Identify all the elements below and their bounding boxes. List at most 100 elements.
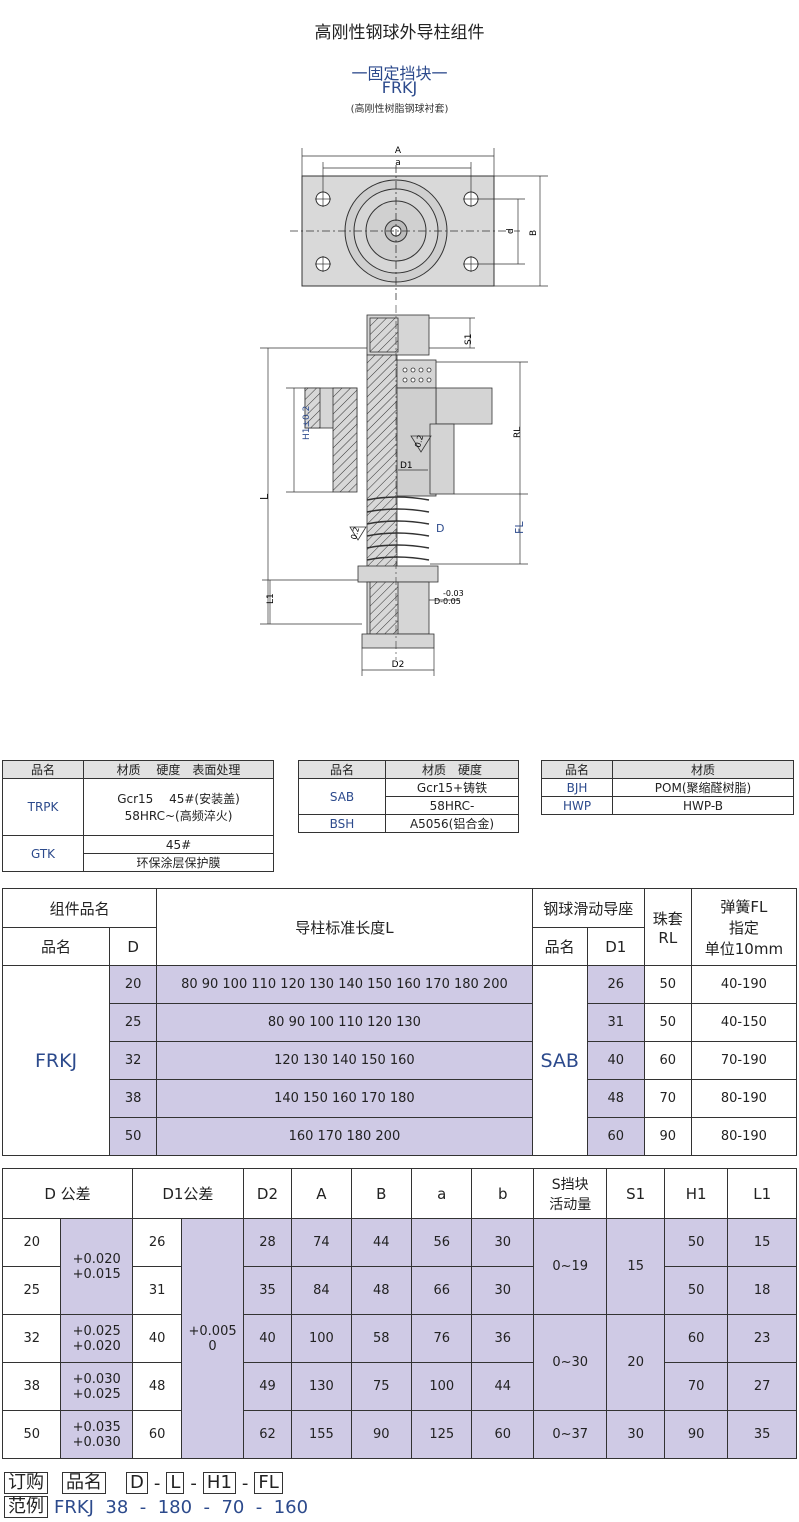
- mat3-spec-bjh: POM(聚缩醛树脂): [612, 778, 794, 797]
- d-b-0: 30: [471, 1218, 534, 1267]
- d-head-tolD1: D1公差: [131, 1168, 244, 1219]
- main-fl-0: 40-190: [690, 965, 798, 1004]
- mat2-spec-sab-1: Gcr15+铸铁: [385, 778, 519, 797]
- order-box-d: D: [126, 1472, 148, 1494]
- side-view: [260, 305, 528, 676]
- d-D1-1: 31: [131, 1266, 183, 1315]
- dim-B: B: [529, 230, 539, 236]
- main-l-4: 160 170 180 200: [156, 1117, 533, 1156]
- order-example: 订购 品名 D - L - H1 - FL 范例 FRKJ 38 - 180 -…: [4, 1472, 308, 1518]
- order-label-2: 范例: [4, 1496, 48, 1518]
- d-tolD-0: +0.020+0.015: [60, 1218, 133, 1315]
- main-d-3: 38: [109, 1079, 158, 1118]
- order-sep-2: -: [190, 1472, 197, 1494]
- main-fl-3: 80-190: [690, 1079, 798, 1118]
- order-box-l: L: [166, 1472, 185, 1494]
- dim-S1: S1: [464, 334, 474, 345]
- dim-L1: L1: [266, 593, 276, 604]
- page-title: 高刚性钢球外导柱组件: [314, 23, 485, 43]
- d-D2-3: 49: [242, 1362, 293, 1411]
- order-box-h1: H1: [202, 1472, 236, 1494]
- d-D-1: 25: [1, 1266, 62, 1315]
- h-fl-2: 指定: [728, 918, 759, 937]
- d-head-stroke: S挡块活动量: [532, 1168, 608, 1219]
- d-H1-1: 50: [663, 1266, 729, 1315]
- subtitle: 一固定挡块一: [351, 64, 448, 83]
- d-B-0: 44: [350, 1218, 413, 1267]
- roughness-2: 0.2: [349, 526, 361, 541]
- main-l-3: 140 150 160 170 180: [156, 1079, 533, 1118]
- dim-a: a: [395, 158, 401, 168]
- d-tolD1-2: 0: [208, 1338, 217, 1354]
- tol-upper: -0.03: [443, 589, 464, 598]
- mat2-spec-bsh: A5056(铝合金): [385, 814, 519, 833]
- d-D-0: 20: [1, 1218, 62, 1267]
- d-tolD-3: +0.035+0.030: [60, 1410, 133, 1459]
- d-head-h1: H1: [663, 1168, 729, 1219]
- d-D1-4: 60: [131, 1410, 183, 1459]
- d-a-3: 100: [411, 1362, 473, 1411]
- d-tolD-1-2: +0.020: [72, 1338, 121, 1354]
- d-D-2: 32: [1, 1314, 62, 1363]
- d-tolD-2-1: +0.030: [72, 1371, 121, 1387]
- main-d1-4: 60: [586, 1117, 645, 1156]
- d-b-2: 36: [471, 1314, 534, 1363]
- main-l-2: 120 130 140 150 160: [156, 1041, 533, 1080]
- h-d: D: [109, 927, 158, 966]
- d-A-3: 130: [291, 1362, 352, 1411]
- d-s1-2: 30: [606, 1410, 665, 1459]
- main-d-1: 25: [109, 1003, 158, 1042]
- d-a-0: 56: [411, 1218, 473, 1267]
- mat3-spec-hwp: HWP-B: [612, 796, 794, 815]
- main-rl-1: 50: [643, 1003, 692, 1042]
- material-table-1: 品名 材质 硬度 表面处理 TRPK Gcr15 45#(安装盖)58HRC~(…: [2, 760, 274, 872]
- mat3-name-hwp: HWP: [541, 796, 613, 815]
- main-fl-2: 70-190: [690, 1041, 798, 1080]
- h-fl-3: 单位10mm: [704, 939, 784, 958]
- dim-D2: D2: [392, 660, 405, 670]
- dimension-table: D 公差 D1公差 D2 A B a b S挡块活动量 S1 H1 L1 20 …: [1, 1168, 797, 1459]
- d-tolD-1-1: +0.025: [72, 1323, 121, 1339]
- tol-lower: D-0.05: [434, 597, 461, 606]
- d-D2-0: 28: [242, 1218, 293, 1267]
- d-D-3: 38: [1, 1362, 62, 1411]
- dim-RL: RL: [513, 427, 523, 438]
- main-d-4: 50: [109, 1117, 158, 1156]
- mat1-spec-trpk-2: 58HRC~(高频淬火): [124, 809, 233, 823]
- d-A-4: 155: [291, 1410, 352, 1459]
- h-d1: D1: [586, 927, 645, 966]
- mat1-spec-gtk-2: 环保涂层保护膜: [83, 853, 274, 872]
- d-tolD-1: +0.025+0.020: [60, 1314, 133, 1363]
- d-D1-2: 40: [131, 1314, 183, 1363]
- d-stroke-0: 0~19: [532, 1218, 608, 1315]
- d-a-1: 66: [411, 1266, 473, 1315]
- main-rl-4: 90: [643, 1117, 692, 1156]
- order-box-name: 品名: [62, 1472, 106, 1494]
- order-sep-1: -: [153, 1472, 161, 1494]
- d-B-4: 90: [350, 1410, 413, 1459]
- mat1-spec-gtk-1: 45#: [83, 835, 274, 854]
- d-b-4: 60: [471, 1410, 534, 1459]
- d-head-stroke-1: S挡块: [551, 1176, 589, 1193]
- d-tolD-3-1: +0.035: [72, 1419, 121, 1435]
- model-code: FRKJ: [381, 78, 418, 97]
- d-stroke-1: 0~30: [532, 1314, 608, 1411]
- dim-d: d: [506, 228, 516, 234]
- mat1-name-trpk: TRPK: [2, 778, 84, 836]
- main-seat: SAB: [531, 965, 588, 1156]
- top-view: [290, 148, 548, 300]
- d-head-stroke-2: 活动量: [549, 1196, 592, 1213]
- mat2-name-bsh: BSH: [298, 814, 386, 833]
- dim-L: L: [258, 493, 271, 500]
- d-D2-2: 40: [242, 1314, 293, 1363]
- mat2-head-spec: 材质 硬度: [385, 760, 519, 779]
- main-d-2: 32: [109, 1041, 158, 1080]
- d-L1-0: 15: [727, 1218, 797, 1267]
- d-H1-2: 60: [663, 1314, 729, 1363]
- dim-A: A: [395, 146, 402, 156]
- order-sep-3: -: [241, 1472, 249, 1494]
- d-head-d2: D2: [242, 1168, 293, 1219]
- d-D2-1: 35: [242, 1266, 293, 1315]
- technical-drawing: A a d B: [258, 146, 548, 676]
